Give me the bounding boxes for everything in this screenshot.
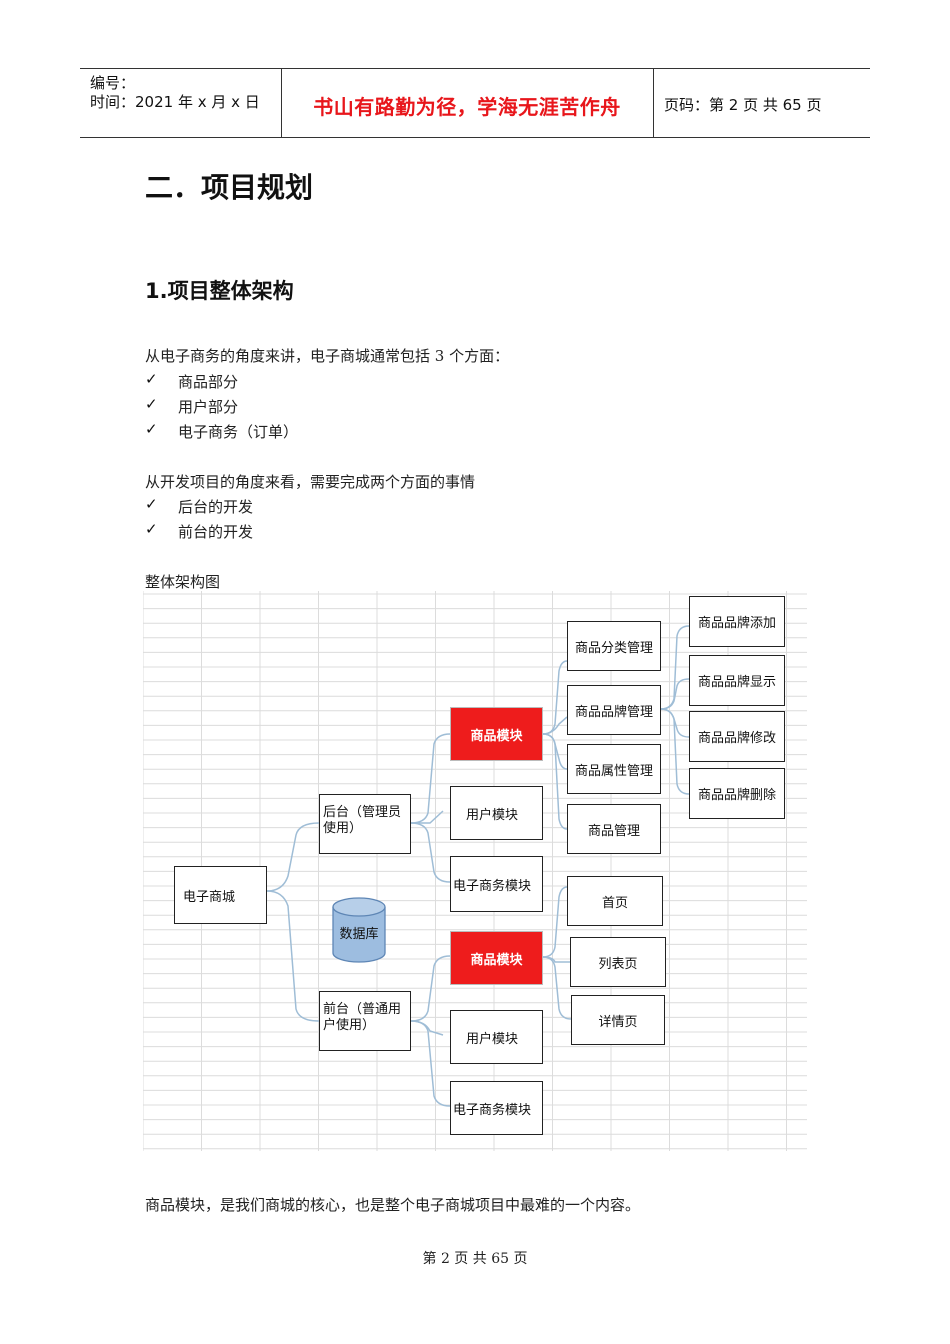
goods-attribute-admin: 商品属性管理 xyxy=(567,744,661,794)
intro-paragraph-1: 从电子商务的角度来讲，电子商城通常包括 3 个方面： xyxy=(145,347,510,365)
list-item: 用户部分 xyxy=(178,398,239,416)
header-page-number: 页码：第 2 页 共 65 页 xyxy=(664,96,822,114)
frontend-user-module: 用户模块 xyxy=(450,1010,543,1064)
backend-ecommerce-module: 电子商务模块 xyxy=(450,856,543,912)
database-label: 数据库 xyxy=(339,927,379,942)
backend-node: 后台（管理员使用） xyxy=(319,794,411,854)
frontend-node: 前台（普通用户使用） xyxy=(319,991,411,1051)
summary-paragraph: 商品模块，是我们商城的核心，也是整个电子商城项目中最难的一个内容。 xyxy=(145,1196,641,1214)
diagram-connectors xyxy=(266,625,690,1107)
check-icon: ✓ xyxy=(145,395,158,413)
architecture-diagram: 电子商城 数据库 后台（管理员使用） 前台（普通用户使用） 商品模块 用户模块 … xyxy=(143,591,807,1151)
goods-category-admin: 商品分类管理 xyxy=(567,621,661,671)
goods-brand-admin: 商品品牌管理 xyxy=(567,685,661,735)
detail-page-node: 详情页 xyxy=(571,995,665,1045)
brand-delete: 商品品牌删除 xyxy=(689,768,785,819)
list-item: 前台的开发 xyxy=(178,523,254,541)
list-item: 商品部分 xyxy=(178,373,239,391)
frontend-ecommerce-module: 电子商务模块 xyxy=(450,1081,543,1135)
chapter-title: 二．项目规划 xyxy=(145,171,314,204)
list-item: 后台的开发 xyxy=(178,498,254,516)
check-icon: ✓ xyxy=(145,520,158,538)
header-time: 时间：2021 年 x 月 x 日 xyxy=(90,93,260,111)
backend-goods-module: 商品模块 xyxy=(450,707,543,761)
check-icon: ✓ xyxy=(145,370,158,388)
check-icon: ✓ xyxy=(145,495,158,513)
frontend-goods-module: 商品模块 xyxy=(450,931,543,985)
database-icon xyxy=(332,897,386,963)
diagram-caption: 整体架构图 xyxy=(145,573,221,591)
header-number: 编号： xyxy=(90,74,136,92)
brand-add: 商品品牌添加 xyxy=(689,596,785,647)
list-page-node: 列表页 xyxy=(570,937,666,987)
home-page-node: 首页 xyxy=(567,876,663,926)
header-motto: 书山有路勤为径，学海无涯苦作舟 xyxy=(313,95,621,119)
check-icon: ✓ xyxy=(145,420,158,438)
header-page-cell: 页码：第 2 页 共 65 页 xyxy=(654,69,870,137)
brand-list: 商品品牌显示 xyxy=(689,655,785,706)
page-header: 编号： 时间：2021 年 x 月 x 日 书山有路勤为径，学海无涯苦作舟 页码… xyxy=(80,68,870,138)
root-node: 电子商城 xyxy=(174,866,267,924)
intro-paragraph-2: 从开发项目的角度来看，需要完成两个方面的事情 xyxy=(145,473,476,491)
goods-admin: 商品管理 xyxy=(567,804,661,854)
section-title: 1.项目整体架构 xyxy=(145,279,294,303)
backend-user-module: 用户模块 xyxy=(450,786,543,840)
list-item: 电子商务（订单） xyxy=(178,423,299,441)
brand-edit: 商品品牌修改 xyxy=(689,711,785,762)
header-motto-cell: 书山有路勤为径，学海无涯苦作舟 xyxy=(281,69,654,137)
header-meta-cell: 编号： 时间：2021 年 x 月 x 日 xyxy=(80,69,282,137)
page-footer: 第 2 页 共 65 页 xyxy=(422,1251,528,1267)
